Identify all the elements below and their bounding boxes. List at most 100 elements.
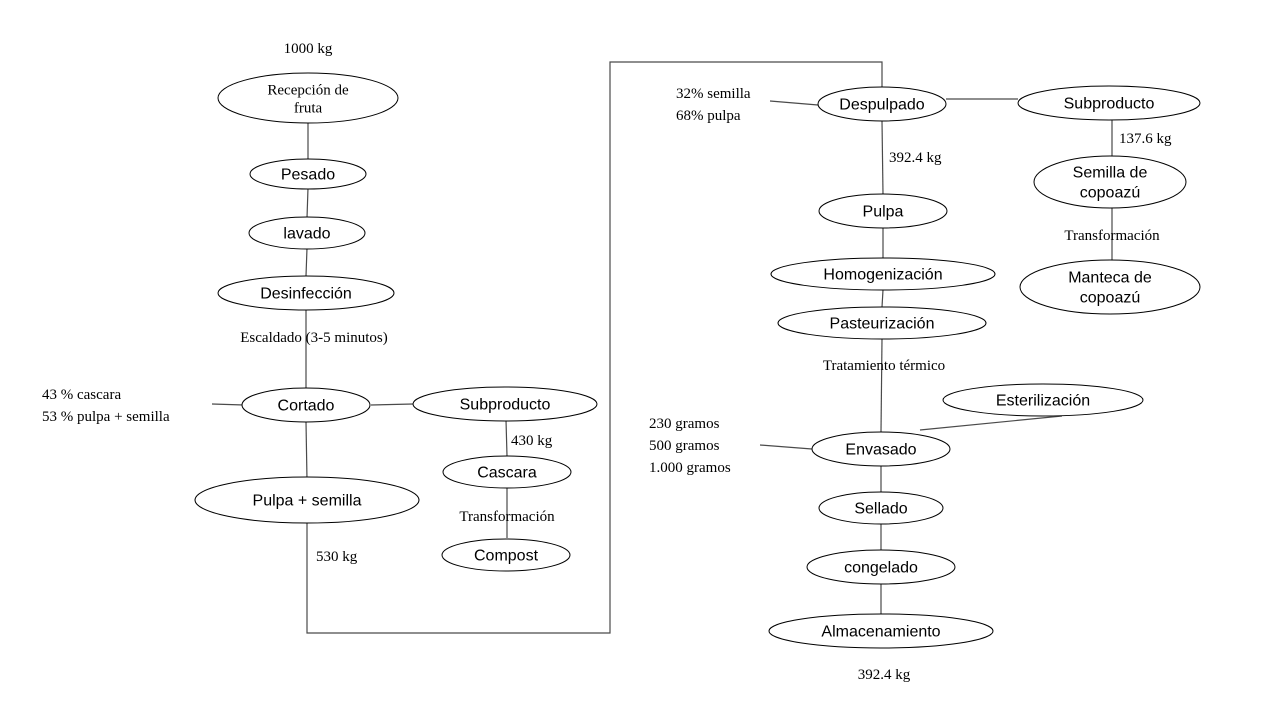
node-almacenamiento: Almacenamiento <box>768 613 994 649</box>
annotation-line: 392.4 kg <box>889 150 942 166</box>
node-cortado: Cortado <box>241 387 371 423</box>
edge-pesado-lavado <box>306 187 309 219</box>
edge-cortado-subproducto <box>370 403 414 406</box>
edge-cortado-split-note <box>211 403 245 406</box>
node-shape <box>818 491 944 525</box>
node-label: Subproducto <box>1064 96 1155 113</box>
annotation-line: 430 kg <box>511 433 553 449</box>
node-label: Pulpa <box>863 204 904 221</box>
node-shape <box>1033 155 1187 209</box>
node-subproducto-1: Subproducto <box>412 386 598 422</box>
node-shape <box>217 72 399 124</box>
node-despulpado: Despulpado <box>817 86 947 122</box>
node-pulpa-semilla: Pulpa + semilla <box>194 476 420 524</box>
node-pulpa: Pulpa <box>818 193 948 229</box>
note-pulpa-semilla-mass: 530 kg <box>316 549 358 565</box>
node-shape <box>248 216 366 250</box>
node-shape <box>768 613 994 649</box>
note-output-mass: 392.4 kg <box>858 667 911 683</box>
node-label: Pasteurización <box>830 316 935 333</box>
node-shape <box>412 386 598 422</box>
edge-despulpado-pulpa <box>881 120 884 195</box>
node-label: Esterilización <box>996 393 1090 410</box>
note-cortado-split: 43 % cascara 53 % pulpa + semilla <box>42 387 170 425</box>
note-pulpa-mass: 392.4 kg <box>889 150 942 166</box>
node-shape <box>811 431 951 467</box>
node-esterilizacion: Esterilización <box>942 383 1144 417</box>
node-label: Recepción de <box>267 83 349 99</box>
node-label: lavado <box>283 226 330 243</box>
node-label: Envasado <box>845 442 916 459</box>
node-label: Cortado <box>278 398 335 415</box>
edge-esterilizacion-envasado <box>919 415 1063 431</box>
edge-cortado-pulpa-semilla <box>305 421 308 481</box>
note-transformacion-1: Transformación <box>459 509 555 525</box>
annotation-line: 32% semilla <box>676 86 751 102</box>
node-shape <box>249 158 367 190</box>
node-label: congelado <box>844 560 918 577</box>
node-label: Subproducto <box>460 397 551 414</box>
annotation-line: 68% pulpa <box>676 108 741 124</box>
edge-subproducto-cascara <box>505 419 508 457</box>
edge-lavado-desinfeccion <box>305 247 308 277</box>
node-shape <box>942 383 1144 417</box>
node-sellado: Sellado <box>818 491 944 525</box>
node-shape <box>441 538 571 572</box>
edge-despulpado-split-note <box>769 100 819 106</box>
annotation-line: 500 gramos <box>649 438 720 454</box>
node-label: Pesado <box>281 167 335 184</box>
node-recepcion: Recepción de fruta <box>217 72 399 124</box>
node-shape <box>217 275 395 311</box>
node-label: Compost <box>474 548 539 565</box>
annotation-line: Escaldado (3-5 minutos) <box>240 330 387 346</box>
node-label: copoazú <box>1080 185 1141 202</box>
node-label: Pulpa + semilla <box>253 493 362 510</box>
node-shape <box>806 549 956 585</box>
annotation-line: 53 % pulpa + semilla <box>42 409 170 425</box>
annotation-line: 43 % cascara <box>42 387 121 403</box>
node-shape <box>818 193 948 229</box>
edge-homogenizacion-pasteurizacion <box>881 289 884 308</box>
node-shape <box>777 306 987 340</box>
annotation-line: Transformación <box>1064 228 1160 244</box>
annotation-line: 1000 kg <box>284 41 333 57</box>
annotation-line: 137.6 kg <box>1119 131 1172 147</box>
note-cascara-mass: 430 kg <box>511 433 553 449</box>
node-label: fruta <box>294 101 323 117</box>
node-label: Manteca de <box>1068 270 1152 287</box>
node-label: Almacenamiento <box>821 624 940 641</box>
edge-pasteurizacion-envasado <box>880 338 883 433</box>
node-shape <box>241 387 371 423</box>
node-congelado: congelado <box>806 549 956 585</box>
note-input-mass: 1000 kg <box>284 41 333 57</box>
node-lavado: lavado <box>248 216 366 250</box>
node-shape <box>1017 85 1201 121</box>
note-escaldado: Escaldado (3-5 minutos) <box>240 330 387 346</box>
annotation-line: Transformación <box>459 509 555 525</box>
annotation-line: 530 kg <box>316 549 358 565</box>
node-shape <box>442 455 572 489</box>
connectors <box>211 61 1113 634</box>
node-manteca-copoazu: Manteca de copoazú <box>1019 259 1201 315</box>
node-envasado: Envasado <box>811 431 951 467</box>
node-shape <box>817 86 947 122</box>
node-label: Semilla de <box>1073 165 1148 182</box>
node-shape <box>194 476 420 524</box>
node-label: Homogenización <box>823 267 942 284</box>
annotation-line: 392.4 kg <box>858 667 911 683</box>
node-subproducto-2: Subproducto <box>1017 85 1201 121</box>
edge-envase-note-envasado <box>759 444 813 450</box>
node-label: Sellado <box>854 501 907 518</box>
node-compost: Compost <box>441 538 571 572</box>
note-despulpado-split: 32% semilla 68% pulpa <box>676 86 751 124</box>
node-pesado: Pesado <box>249 158 367 190</box>
node-cascara: Cascara <box>442 455 572 489</box>
edge-pulpa-semilla-despulpado <box>306 61 883 634</box>
node-label: copoazú <box>1080 290 1141 307</box>
node-label: Desinfección <box>260 286 352 303</box>
annotation-line: 230 gramos <box>649 416 720 432</box>
node-semilla-copoazu: Semilla de copoazú <box>1033 155 1187 209</box>
note-tratamiento-termico: Tratamiento térmico <box>823 358 945 374</box>
